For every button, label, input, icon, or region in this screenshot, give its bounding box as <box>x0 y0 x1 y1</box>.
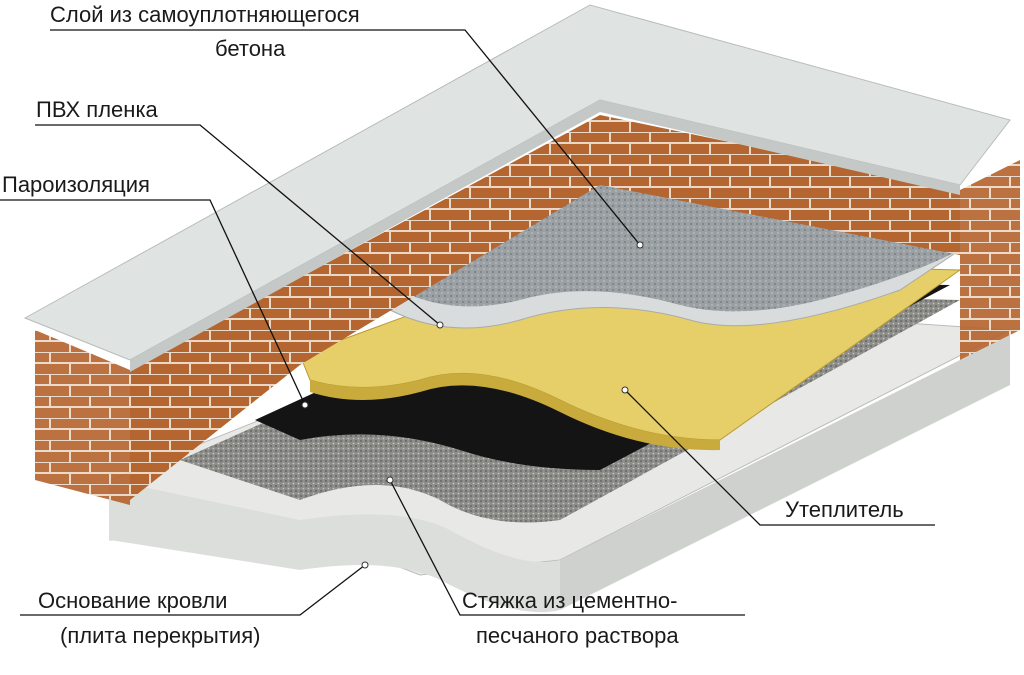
label-concrete-layer-2: бетона <box>215 36 286 61</box>
back-brick-wall <box>600 115 960 255</box>
label-roof-base: Основание кровли <box>38 588 228 613</box>
left-brick-wall <box>130 115 600 500</box>
left-wall-end <box>35 330 130 505</box>
label-screed-2: песчаного раствора <box>476 623 679 648</box>
label-roof-base-2: (плита перекрытия) <box>60 623 261 648</box>
label-vapor-barrier: Пароизоляция <box>2 172 150 197</box>
label-pvc-film: ПВХ пленка <box>36 97 158 122</box>
right-wall-end <box>960 160 1020 360</box>
leader-lines <box>0 29 935 616</box>
label-screed: Стяжка из цементно- <box>462 588 678 613</box>
label-concrete-layer: Слой из самоуплотняющегося <box>50 2 360 27</box>
label-insulation: Утеплитель <box>785 497 904 522</box>
